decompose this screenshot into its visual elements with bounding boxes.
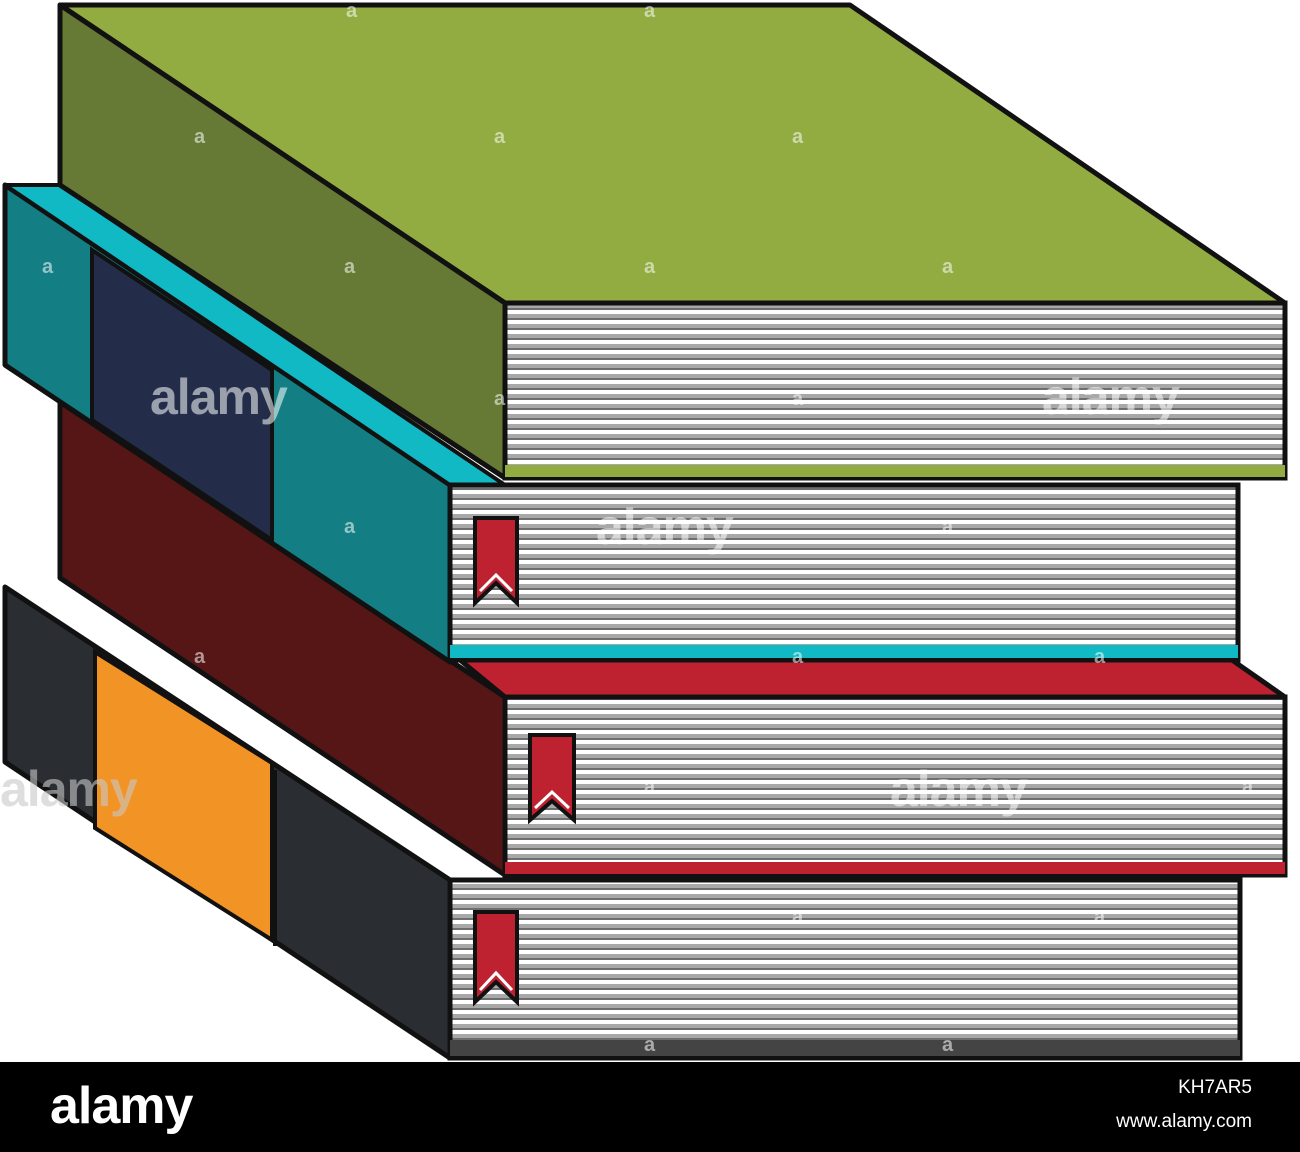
book-red-top bbox=[457, 657, 1288, 700]
book-green-pages bbox=[502, 300, 1288, 481]
book-red-pages bbox=[502, 694, 1288, 878]
image-id-label: KH7AR5 bbox=[1178, 1077, 1252, 1098]
book-bottom-orange-label bbox=[93, 648, 274, 944]
book-stack-illustration bbox=[2, 2, 1288, 1061]
book-teal-bookmark-icon bbox=[473, 516, 519, 608]
book-bottom-bookmark-icon bbox=[473, 910, 519, 1007]
book-red bbox=[57, 399, 1288, 878]
book-bottom-pages bbox=[447, 877, 1243, 1061]
book-teal bbox=[2, 182, 1241, 665]
stock-footer-bar: alamy KH7AR5 www.alamy.com bbox=[0, 1062, 1300, 1152]
book-teal-navy-label bbox=[90, 246, 274, 544]
book-red-bookmark-icon bbox=[528, 733, 576, 825]
book-teal-pages bbox=[447, 482, 1241, 663]
alamy-logo: alamy bbox=[50, 1077, 193, 1135]
book-green bbox=[57, 2, 1288, 481]
site-url-label: www.alamy.com bbox=[1116, 1111, 1252, 1132]
book-bottom bbox=[2, 584, 1243, 1061]
